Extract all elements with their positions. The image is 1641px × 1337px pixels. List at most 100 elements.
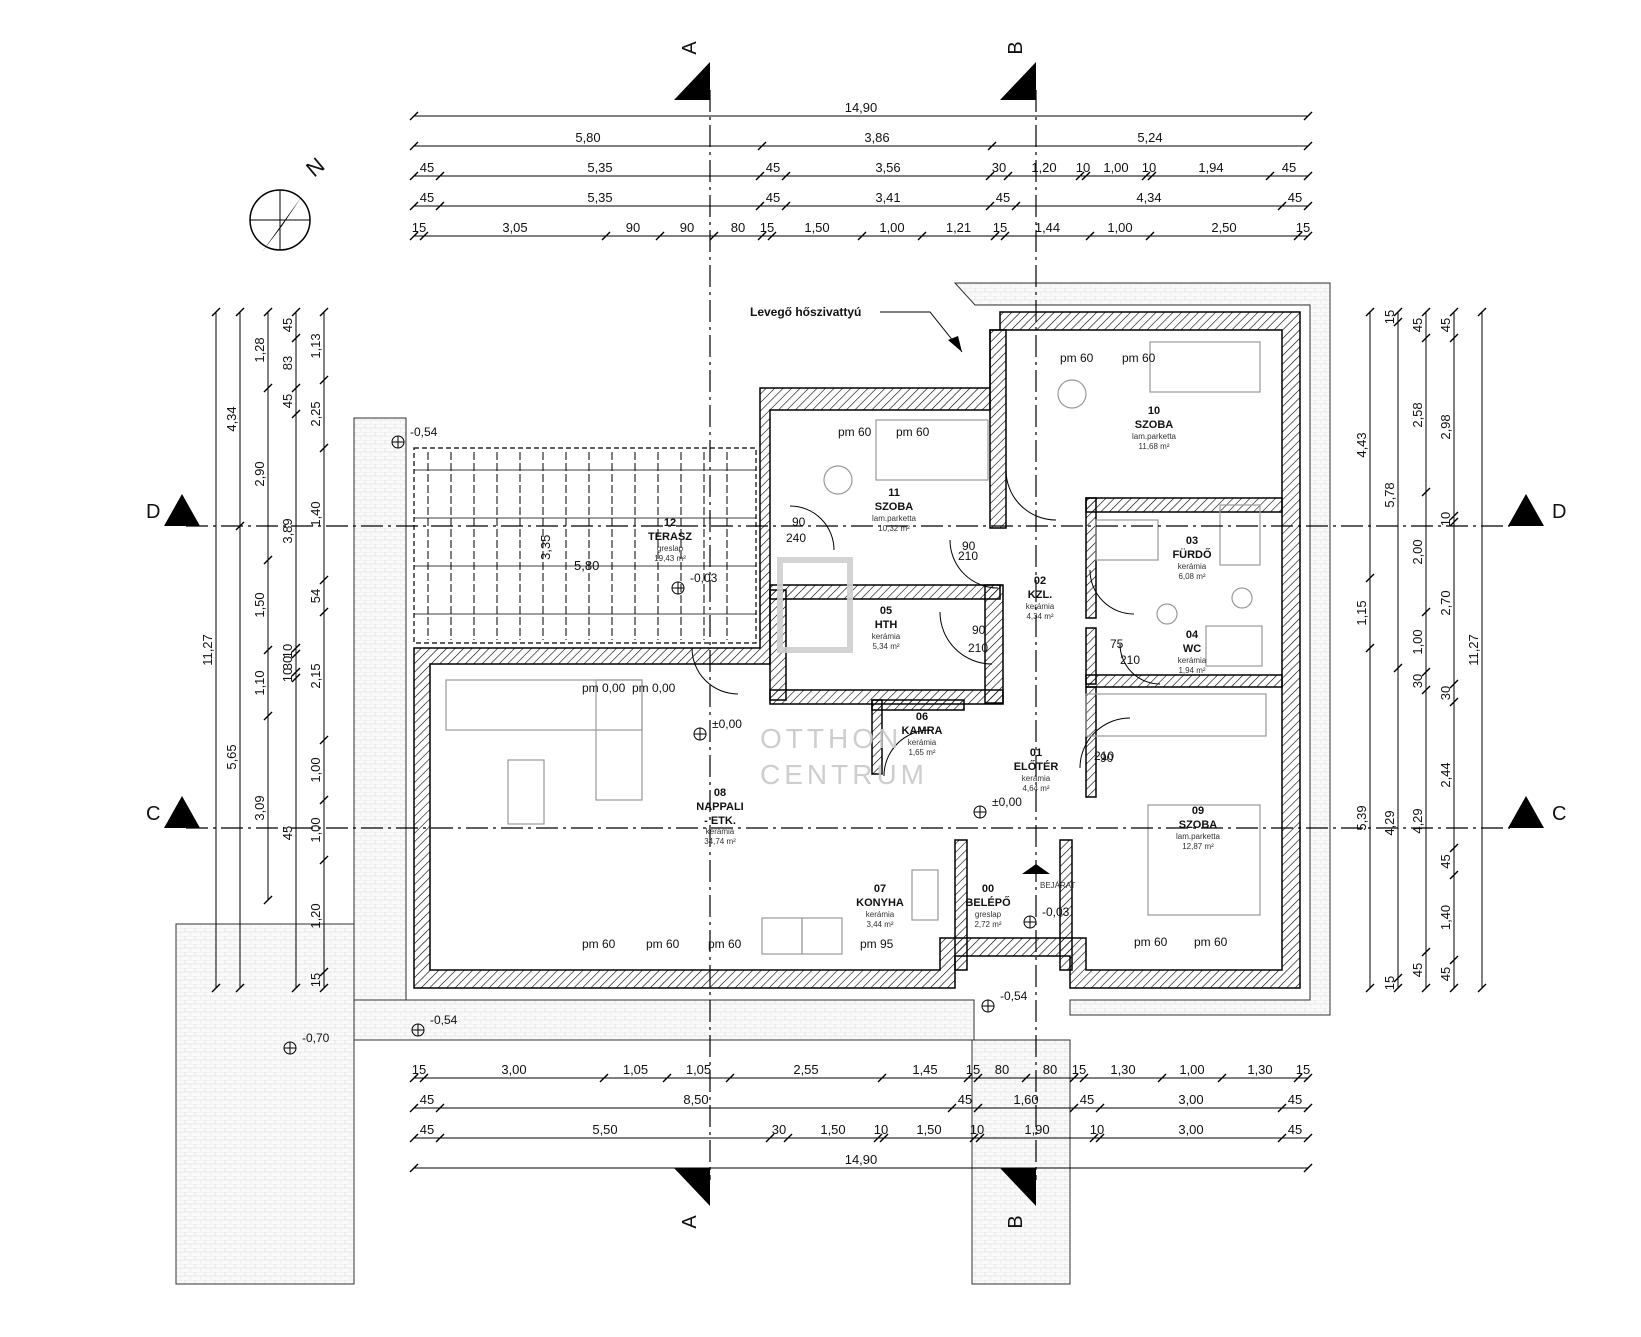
- right-dim-c1-tick: [1365, 643, 1375, 653]
- svg-text:KONYHA: KONYHA: [856, 897, 904, 909]
- top-dim-r5-tick: [757, 231, 767, 241]
- right-dim-c2-label: 15: [1382, 310, 1397, 324]
- svg-text:90: 90: [1100, 751, 1114, 765]
- left-dim-c1-label: 11,27: [200, 634, 215, 666]
- left-dim-c5-label: 1,13: [308, 333, 323, 358]
- bottom-dim-r1-tick: [1157, 1073, 1167, 1083]
- svg-text:210: 210: [968, 641, 988, 655]
- top-dim-r5-tick: [709, 231, 719, 241]
- svg-text:kerámia: kerámia: [706, 827, 735, 836]
- svg-text:4,34 m²: 4,34 m²: [1026, 612, 1053, 621]
- level-markers: -0,54 -0,03 ±0,00 ±0,00 -0,03 -0,54 -0,5…: [283, 425, 1070, 1055]
- right-dim-c2-label: 15: [1382, 976, 1397, 990]
- left-dim-c4-tick: [291, 333, 301, 343]
- top-dim-r3-label: 45: [766, 160, 780, 175]
- right-dim-c4-label: 45: [1438, 318, 1453, 332]
- terrace-depth-label: 3,35: [538, 535, 553, 560]
- top-dim-r5-label: 3,05: [502, 220, 527, 235]
- svg-text:10: 10: [1148, 405, 1160, 417]
- left-dim-c2-tick: [235, 521, 245, 531]
- bottom-dim-r1-tick: [877, 1073, 887, 1083]
- bottom-dim-r2-label: 8,50: [683, 1092, 708, 1107]
- top-dim-r2-label: 5,24: [1137, 130, 1162, 145]
- right-dim-c2-tick: [1393, 973, 1403, 983]
- left-dim-c4-label: 45: [280, 318, 295, 332]
- north-arrow-icon: N: [249, 152, 329, 252]
- top-dim-r5-label: 1,00: [1107, 220, 1132, 235]
- building-walls: [413, 311, 1301, 989]
- right-dim-c1-label: 4,43: [1354, 432, 1369, 457]
- bottom-dim-r1-label: 1,05: [623, 1062, 648, 1077]
- top-dim-r3-tick: [1147, 171, 1157, 181]
- top-dim-r4-tick: [1303, 201, 1313, 211]
- right-dim-c4-tick: [1449, 511, 1459, 521]
- left-dim-c4-tick: [291, 673, 301, 683]
- left-dim-c4-label: 45: [280, 394, 295, 408]
- left-dim-c5-tick: [319, 795, 329, 805]
- bottom-dim-r1-tick: [963, 1073, 973, 1083]
- left-dim-c4-label: 45: [280, 826, 295, 840]
- top-dim-r4-label: 45: [1288, 190, 1302, 205]
- bottom-dim-r4-label: 14,90: [845, 1152, 878, 1167]
- doors: [691, 469, 1161, 777]
- left-dim-c3-tick: [263, 711, 273, 721]
- bottom-dim-r1-tick: [662, 1073, 672, 1083]
- top-dim-r4-tick: [1277, 201, 1287, 211]
- svg-text:pm 60: pm 60: [1194, 935, 1228, 949]
- right-dim-c4-tick: [1449, 679, 1459, 689]
- right-dim-c3-tick: [1421, 607, 1431, 617]
- left-dim-c4-tick: [291, 307, 301, 317]
- svg-text:kerámia: kerámia: [908, 738, 937, 747]
- right-dim-c1-label: 1,15: [1354, 600, 1369, 625]
- top-dim-r2-label: 5,80: [575, 130, 600, 145]
- top-dim-r3-tick: [409, 171, 419, 181]
- bottom-dim-r2-tick: [1069, 1103, 1079, 1113]
- svg-text:12: 12: [664, 517, 676, 529]
- bottom-dim-r3-label: 10: [1090, 1122, 1104, 1137]
- bottom-dim-r3-label: 45: [1288, 1122, 1302, 1137]
- top-dim-r4-label: 45: [766, 190, 780, 205]
- bottom-dim-r3-tick: [873, 1133, 883, 1143]
- svg-text:HTH: HTH: [875, 619, 898, 631]
- right-dim-c4-tick: [1449, 983, 1459, 993]
- bottom-dim-r3-label: 10: [970, 1122, 984, 1137]
- top-dim-r3-tick: [1075, 171, 1085, 181]
- section-a-top-label: A: [679, 41, 701, 55]
- left-dim-c3-label: 1,50: [252, 592, 267, 617]
- top-dim-r5-label: 2,50: [1211, 220, 1236, 235]
- top-dim-r3-label: 45: [420, 160, 434, 175]
- bottom-dim-r2-label: 45: [1288, 1092, 1302, 1107]
- bottom-dim-r1-label: 1,00: [1179, 1062, 1204, 1077]
- left-dim-c2-label: 5,65: [224, 744, 239, 769]
- left-dim-c4-tick: [291, 383, 301, 393]
- top-dim-r5-tick: [767, 231, 777, 241]
- top-dim-r3-tick: [1265, 171, 1275, 181]
- bottom-dim-r3-tick: [1095, 1133, 1105, 1143]
- svg-text:pm 60: pm 60: [646, 937, 680, 951]
- left-dim-c3-label: 1,10: [252, 670, 267, 695]
- top-dim-r5-label: 15: [412, 220, 426, 235]
- bottom-dim-r2-tick: [435, 1103, 445, 1113]
- svg-text:01: 01: [1030, 747, 1042, 759]
- top-dim-r2-tick: [987, 141, 997, 151]
- svg-text:lam.parketta: lam.parketta: [872, 514, 917, 523]
- svg-text:pm 0,00: pm 0,00: [632, 681, 676, 695]
- bottom-dim-r3-tick: [783, 1133, 793, 1143]
- svg-text:- ETK.: - ETK.: [704, 815, 736, 827]
- bottom-dim-r3-label: 10: [874, 1122, 888, 1137]
- left-dim-c3-tick: [263, 645, 273, 655]
- left-dim-c4-tick: [291, 643, 301, 653]
- right-dim-c4-tick: [1449, 955, 1459, 965]
- section-d-right-label: D: [1552, 501, 1566, 523]
- svg-text:11,68 m²: 11,68 m²: [1139, 442, 1170, 451]
- svg-text:34,74 m²: 34,74 m²: [704, 837, 736, 846]
- left-dim-c4-tick: [291, 409, 301, 419]
- right-dim-c3-tick: [1421, 333, 1431, 343]
- top-dim-r3-tick: [781, 171, 791, 181]
- right-dim-c3-tick: [1421, 307, 1431, 317]
- top-dim-r3-tick: [755, 171, 765, 181]
